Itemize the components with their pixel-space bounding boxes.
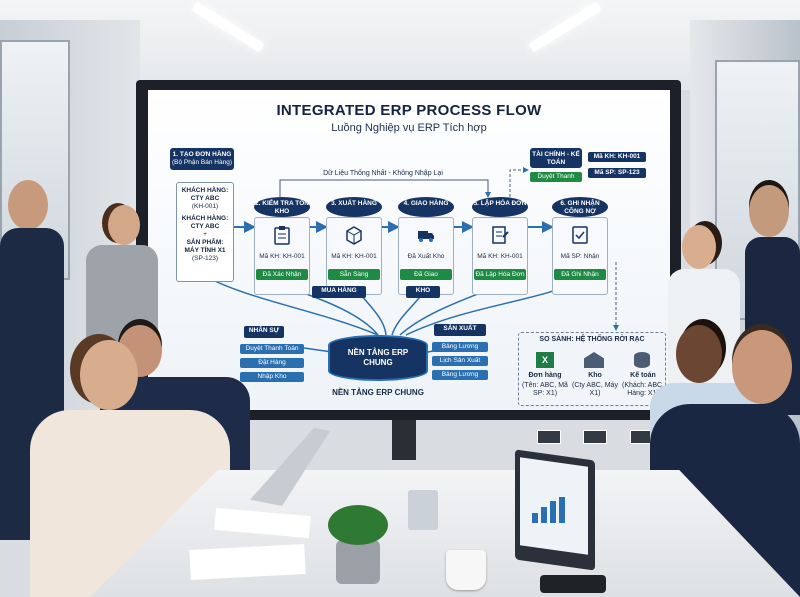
comparison-item-name: Đơn hàng [528,372,562,379]
clipboard-icon [274,226,290,245]
step-card: 5. LẬP HÓA ĐƠN Mã KH: KH-001 Đã Lập Hóa … [472,197,528,295]
step-card: 3. XUẤT HÀNG Mã KH: KH-001 Sẵn Sàng [326,197,382,295]
erp-platform [328,335,428,381]
status-badge: Đã Ghi Nhận [554,269,606,280]
step-title: 3. XUẤT HÀNG [326,197,382,217]
plus-sign: + [203,231,207,238]
comparison-item-detail: (Khách: ABC, Hàng: X1) [621,382,665,397]
erp-flow-screen: INTEGRATED ERP PROCESS FLOW Luồng Nghiệp… [148,90,670,410]
step-code: Đã Xuất Kho [407,253,445,260]
step-code: Mã KH: KH-001 [477,253,523,260]
production-item: Bảng Lương [432,370,488,380]
comparison-item-name: Kho [588,372,602,379]
pen-cup [408,490,438,530]
step-card: 6. GHI NHẬN CÔNG NỢ Mã SP: Nhận Đã Ghi N… [552,197,608,295]
coffee-mug [446,550,486,590]
plant-leaves [328,505,388,545]
step-body [398,217,454,295]
document-sheet [189,544,306,580]
step-title: 2. KIỂM TRA TỒN KHO [254,197,310,217]
comparison-item-detail: (Tên: ABC, Mã SP: X1) [522,382,568,397]
status-badge: Đã Xác Nhận [256,269,308,280]
box-icon [346,226,362,245]
customer-code: (KH-001) [191,203,219,210]
status-badge: Đã Giao [400,269,452,280]
step-title: 6. GHI NHẬN CÔNG NỢ [552,197,608,217]
step-title: 5. LẬP HÓA ĐƠN [472,197,528,217]
platform-label: NỀN TẢNG ERP CHUNG [347,348,409,367]
plant-pot [336,540,380,584]
customer-value: CTY ABC [190,195,220,202]
phone [540,575,606,593]
module-production: SẢN XUẤT [434,324,486,336]
person-head [732,330,792,404]
product-value: MÁY TÍNH X1 [184,247,226,254]
status-badge: Sẵn Sàng [328,269,380,280]
status-badge: Đã Lập Hóa Đơn [474,269,526,280]
step-card: 4. GIAO HÀNG Đã Xuất Kho Đã Giao [398,197,454,295]
person-head [8,180,48,230]
keyboard-icon [583,430,607,444]
production-item: Bảng Lương [432,342,488,352]
person-head [80,340,138,410]
comparison-item-detail: (Cty ABC, Máy X1) [572,382,618,397]
person-head [682,225,716,269]
module-hr: NHÂN SỰ [244,326,284,338]
step-code: Mã KH: KH-001 [259,253,305,260]
truck-icon [418,231,434,242]
hr-item: Đặt Hàng [240,358,304,368]
platform-caption: NỀN TẢNG ERP CHUNG [332,388,424,397]
step-body [472,217,528,295]
product-label: SẢN PHẨM: [186,239,224,246]
finance-header: TÀI CHÍNH - KẾ TOÁN [530,148,582,168]
comparison-title: SO SÁNH: HỆ THỐNG RỜI RẠC [539,336,645,343]
product-code: (SP-123) [191,255,218,262]
person-head [676,325,722,383]
hr-item: Nhập Kho [240,372,304,382]
step-code: Mã KH: KH-001 [331,253,377,260]
module-warehouse: KHO [406,286,440,298]
step1-title: 1. TẠO ĐƠN HÀNG [172,151,232,158]
warehouse-icon [584,352,604,368]
step-title: 4. GIAO HÀNG [398,197,454,217]
checklist-icon [572,226,588,244]
hr-item: Duyệt Thanh Toán [240,344,304,354]
database-icon [634,352,650,368]
step1-subtitle: (Bộ Phận Bán Hàng) [172,159,232,166]
step1-card: KHÁCH HÀNG: CTY ABC (KH-001) KHÁCH HÀNG:… [176,182,234,282]
screen-title: INTEGRATED ERP PROCESS FLOW [276,102,542,119]
unified-data-label: Dữ Liệu Thống Nhất - Không Nhập Lại [323,170,443,177]
display-stand [392,420,416,460]
invoice-icon [492,226,509,244]
customer-label-2: KHÁCH HÀNG: [181,215,229,222]
step-body [552,217,608,295]
comparison-panel [518,332,666,406]
module-purchasing: MUA HÀNG [312,286,366,298]
keyboard-icon [537,430,561,444]
step-card: 2. KIỂM TRA TỒN KHO Mã KH: KH-001 Đã Xác… [254,197,310,295]
customer-label: KHÁCH HÀNG: [181,187,229,194]
step-body [326,217,382,295]
production-item: Lịch Sản Xuất [432,356,488,366]
finance-code-2: Mã SP: SP-123 [588,168,646,178]
excel-icon: X [536,352,554,368]
step1-header: 1. TẠO ĐƠN HÀNG (Bộ Phận Bán Hàng) [170,148,234,170]
person-head [108,205,140,245]
finance-code-1: Mã KH: KH-001 [588,152,646,162]
chart-icon [532,497,565,523]
finance-status: Duyệt Thanh [530,172,582,182]
person-head [749,185,789,237]
customer-value-2: CTY ABC [190,223,220,230]
screen-subtitle: Luồng Nghiệp vụ ERP Tích hợp [331,122,487,134]
step-code: Mã SP: Nhận [560,253,600,260]
comparison-item-name: Kế toán [630,372,656,379]
